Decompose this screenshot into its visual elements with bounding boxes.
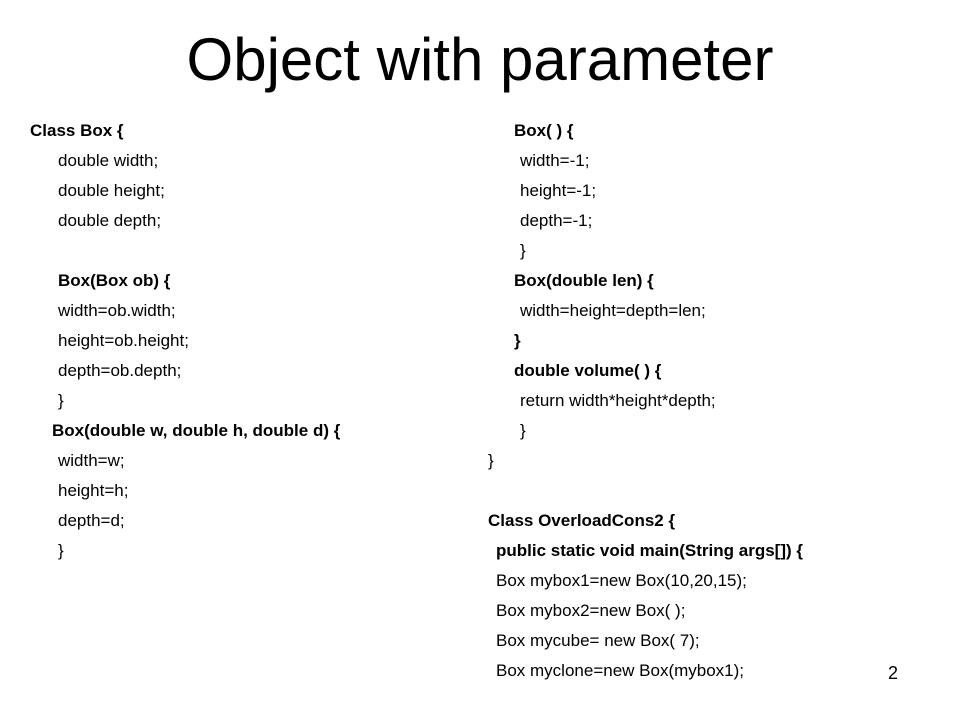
code-line: height=h;	[58, 481, 129, 500]
code-line: }	[58, 541, 64, 560]
code-line: Box mycube= new Box( 7);	[496, 631, 700, 650]
code-line: return width*height*depth;	[520, 391, 716, 410]
code-line: }	[488, 451, 494, 470]
slide-title: Object with parameter	[186, 26, 774, 93]
code-line: height=ob.height;	[58, 331, 189, 350]
code-line: width=-1;	[520, 151, 590, 170]
code-line: double height;	[58, 181, 165, 200]
code-line: Box(Box ob) {	[58, 271, 171, 290]
code-line: }	[520, 421, 526, 440]
code-line: double volume( ) {	[514, 361, 662, 380]
code-line: depth=ob.depth;	[58, 361, 182, 380]
code-line: height=-1;	[520, 181, 597, 200]
code-line: }	[514, 331, 521, 350]
code-line: depth=-1;	[520, 211, 593, 230]
code-line: Box mybox2=new Box( );	[496, 601, 686, 620]
code-line: }	[58, 391, 64, 410]
code-line: width=height=depth=len;	[520, 301, 706, 320]
code-line: Class OverloadCons2 {	[488, 511, 676, 530]
code-line: width=w;	[58, 451, 125, 470]
code-line: double depth;	[58, 211, 162, 230]
code-line: Box(double len) {	[514, 271, 654, 290]
code-line: depth=d;	[58, 511, 125, 530]
code-line: Box( ) {	[514, 121, 574, 140]
code-line: }	[520, 241, 526, 260]
code-line: Class Box {	[30, 121, 124, 140]
code-line: Box myclone=new Box(mybox1);	[496, 661, 745, 680]
code-line: double width;	[58, 151, 159, 170]
page-number: 2	[888, 663, 899, 683]
code-line: Box(double w, double h, double d) {	[52, 421, 341, 440]
code-line: public static void main(String args[]) {	[496, 541, 803, 560]
code-line: Box mybox1=new Box(10,20,15);	[496, 571, 747, 590]
code-line: width=ob.width;	[58, 301, 176, 320]
